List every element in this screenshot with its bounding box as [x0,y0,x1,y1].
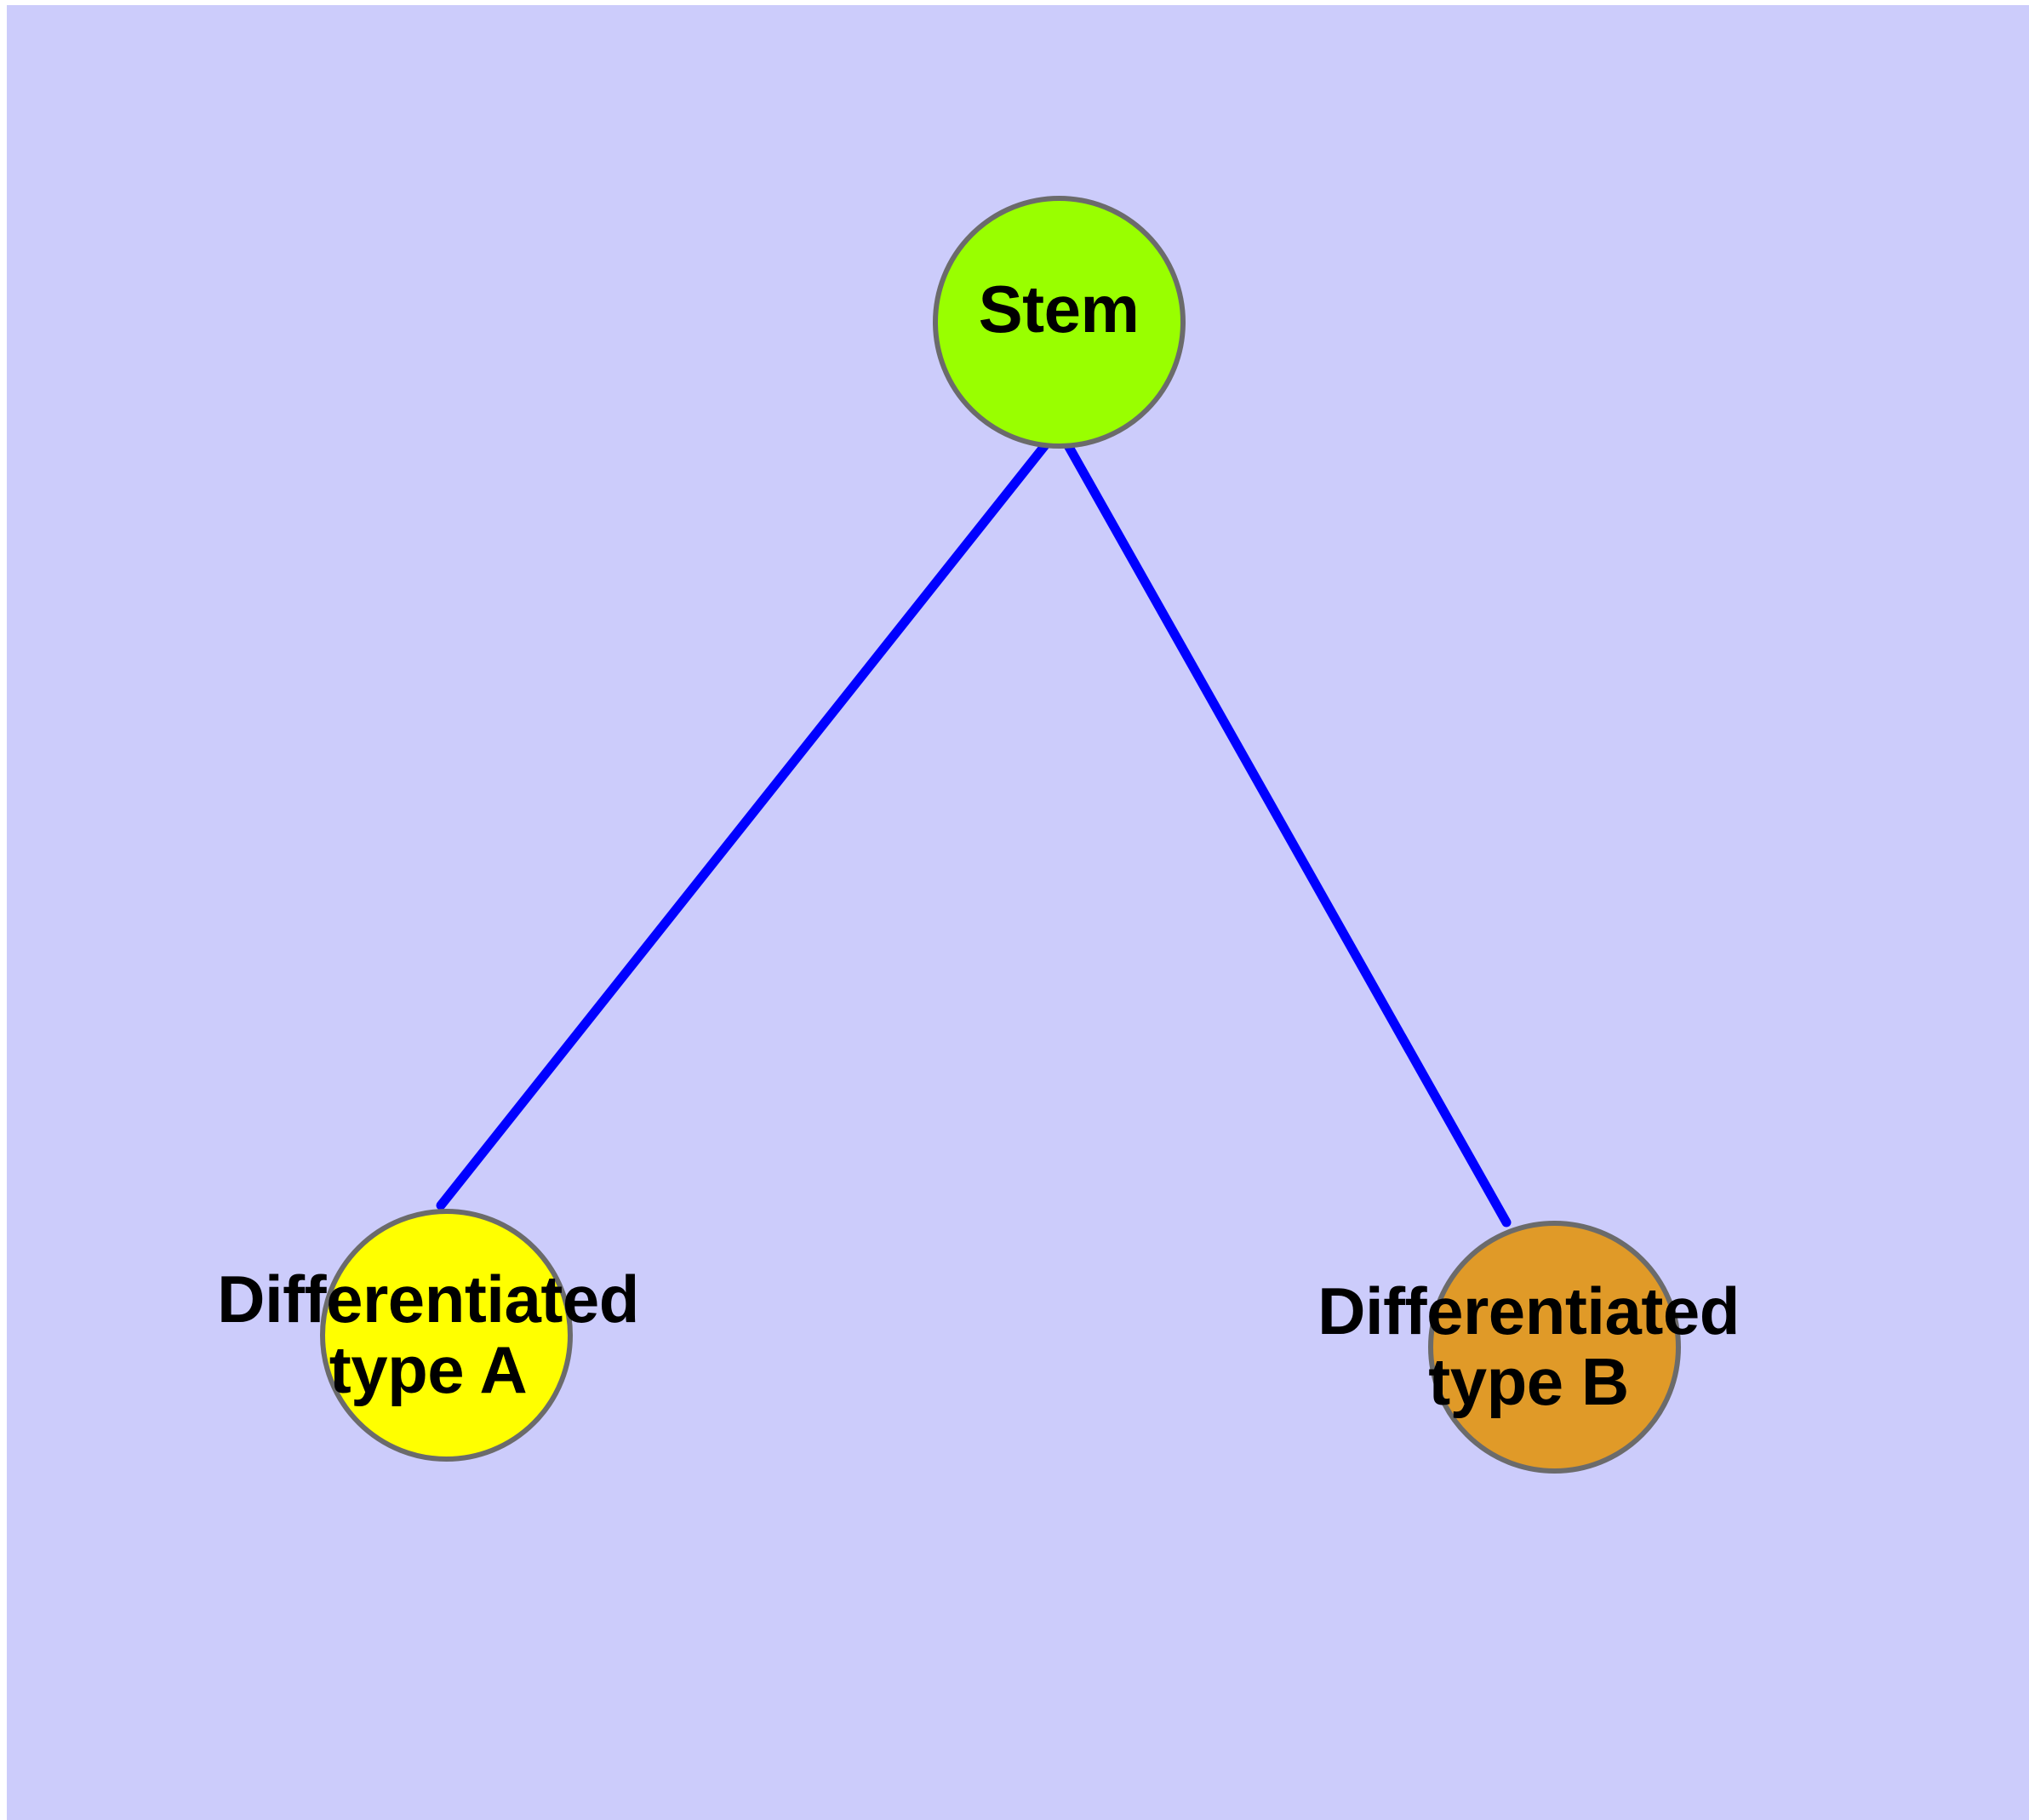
node-stem[interactable] [933,196,1186,449]
graph-plot-area: Stem Differentiated type A Differentiate… [7,5,2029,1820]
node-differentiated-type-a[interactable] [320,1209,573,1462]
edge-stem-to-differentiated-type-a [436,436,1054,1210]
node-differentiated-type-b[interactable] [1428,1221,1681,1474]
edge-stem-to-differentiated-type-b [1060,436,1512,1228]
